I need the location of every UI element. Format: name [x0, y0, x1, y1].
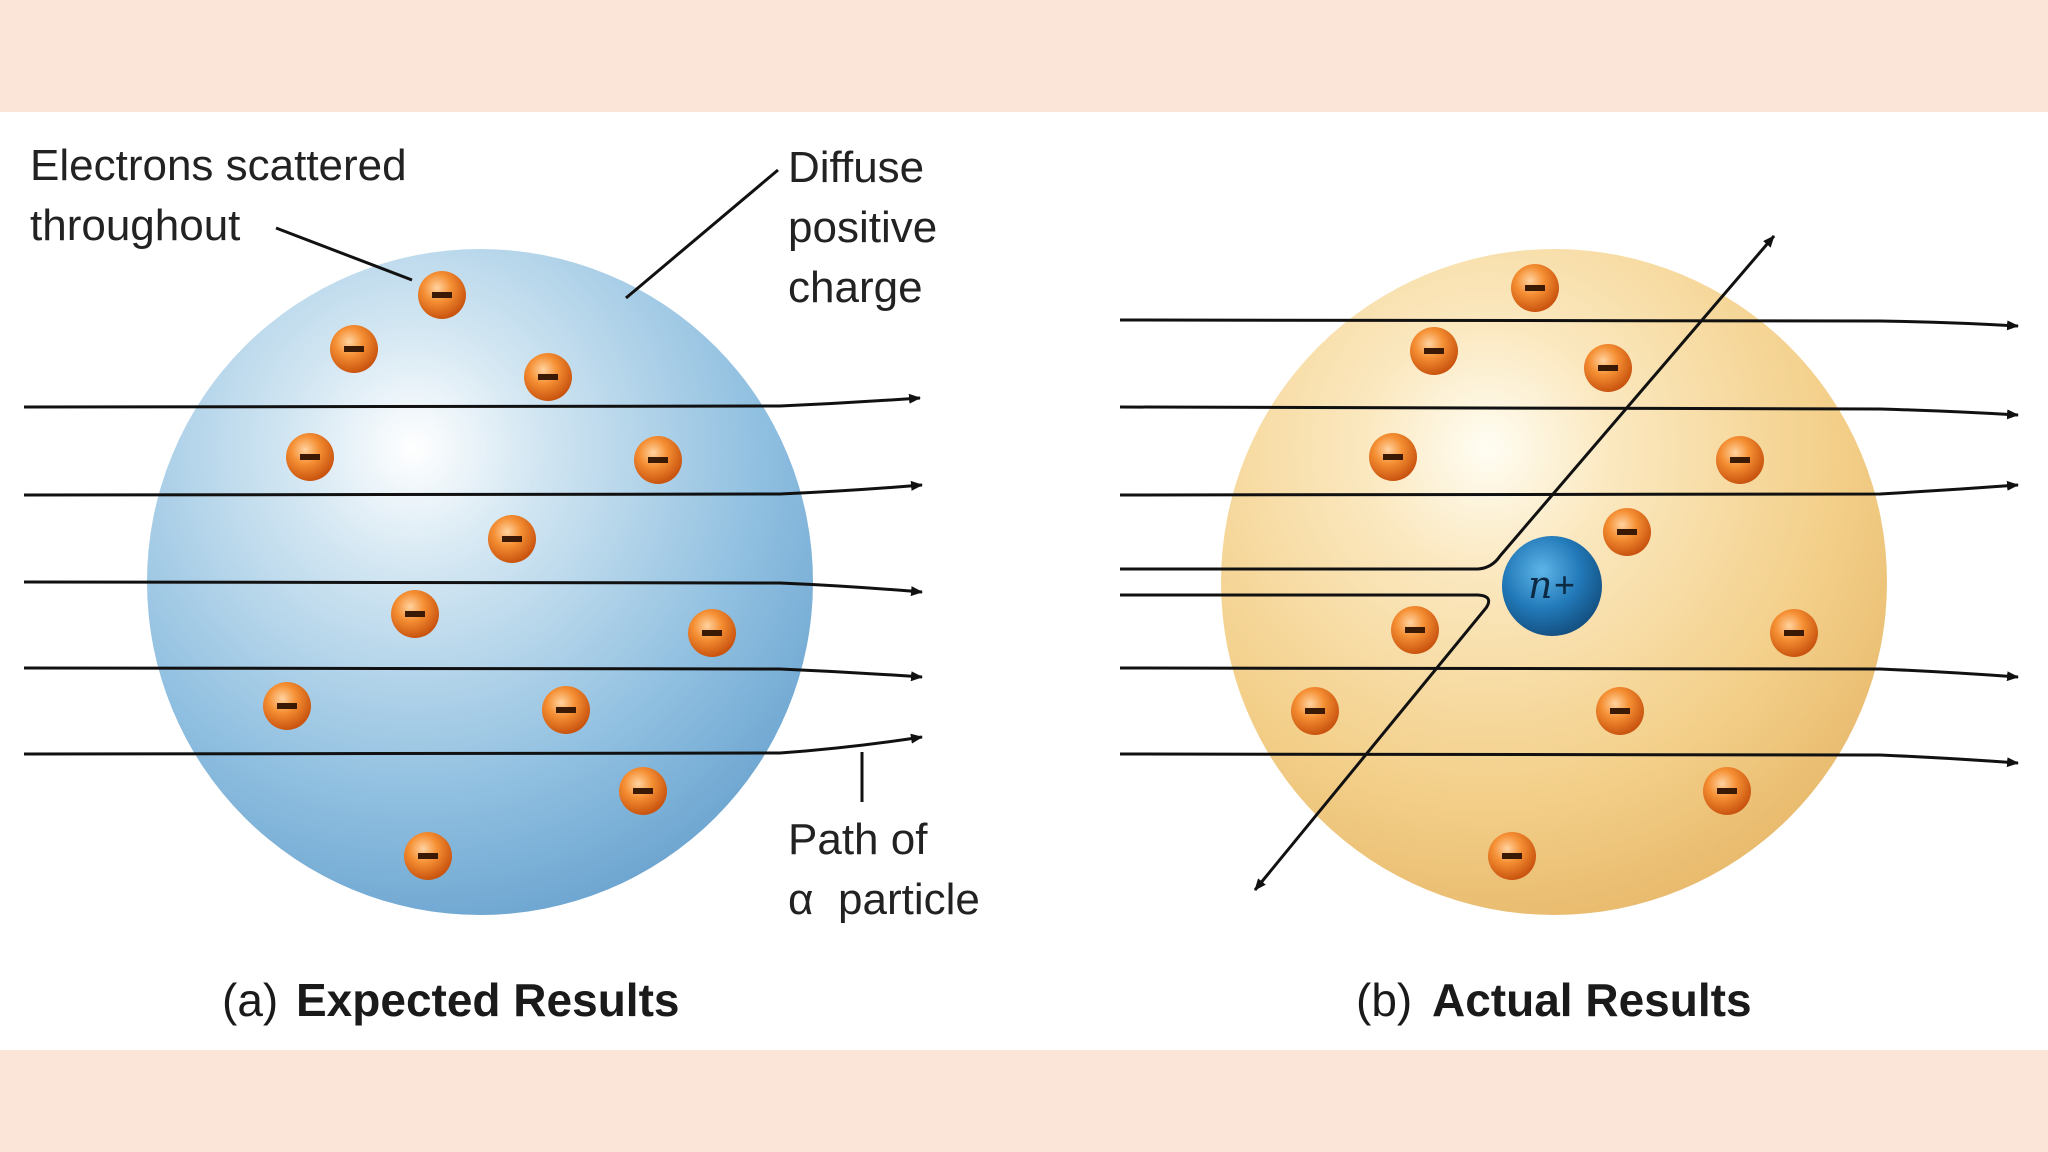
- electron: [1596, 687, 1644, 735]
- electron: [1716, 436, 1764, 484]
- electron: [286, 433, 334, 481]
- label-electrons-line1: Electrons scattered: [30, 141, 407, 190]
- electron: [488, 515, 536, 563]
- electron: [1770, 609, 1818, 657]
- panel-a: Electrons scattered throughout Diffuse p…: [23, 141, 980, 1026]
- electron: [634, 436, 682, 484]
- panel-b: n + (b) Actual Results: [1119, 235, 2019, 1026]
- electron: [542, 686, 590, 734]
- caption-b-title: Actual Results: [1432, 974, 1752, 1026]
- alpha-path: [1119, 752, 2019, 768]
- electron: [1369, 433, 1417, 481]
- electron: [404, 832, 452, 880]
- alpha-path: [23, 580, 923, 597]
- nucleus: n +: [1502, 536, 1602, 636]
- caption-b-prefix: (b): [1356, 974, 1412, 1026]
- caption-a-prefix: (a): [222, 974, 278, 1026]
- nucleus-sign: +: [1554, 564, 1575, 605]
- alpha-paths-b: [1119, 235, 2019, 891]
- electron: [1584, 344, 1632, 392]
- electron: [688, 609, 736, 657]
- electron: [1603, 508, 1651, 556]
- alpha-path: [1119, 318, 2019, 331]
- label-path-line2: particle: [838, 875, 980, 924]
- nucleus-label: n: [1528, 563, 1552, 607]
- electron: [391, 590, 439, 638]
- electron: [1511, 264, 1559, 312]
- alpha-path-backscattered: [1120, 593, 1491, 891]
- electron: [263, 682, 311, 730]
- electron: [1410, 327, 1458, 375]
- alpha-path: [23, 733, 923, 756]
- electron: [619, 767, 667, 815]
- electron: [1703, 767, 1751, 815]
- electrons-pointer: [275, 226, 413, 282]
- charge-pointer: [625, 168, 779, 300]
- alpha-path: [23, 666, 923, 682]
- alpha-path-deflected: [1120, 235, 1776, 571]
- alpha-path: [23, 393, 921, 409]
- alpha-paths-a: [23, 393, 923, 756]
- electron: [1391, 606, 1439, 654]
- label-electrons-line2: throughout: [30, 201, 240, 250]
- electron: [524, 353, 572, 401]
- label-charge-line2: positive: [788, 203, 937, 252]
- label-charge-line1: Diffuse: [788, 143, 924, 192]
- electron: [1291, 687, 1339, 735]
- alpha-path: [1119, 405, 2019, 420]
- label-charge-line3: charge: [788, 263, 923, 312]
- electron: [330, 325, 378, 373]
- electron: [418, 271, 466, 319]
- label-path-line1: Path of: [788, 815, 928, 864]
- alpha-path: [23, 480, 923, 497]
- alpha-path: [1119, 480, 2019, 497]
- caption-a-title: Expected Results: [296, 974, 679, 1026]
- label-path-greek: α: [788, 875, 813, 924]
- alpha-path: [1119, 666, 2019, 682]
- electron: [1488, 832, 1536, 880]
